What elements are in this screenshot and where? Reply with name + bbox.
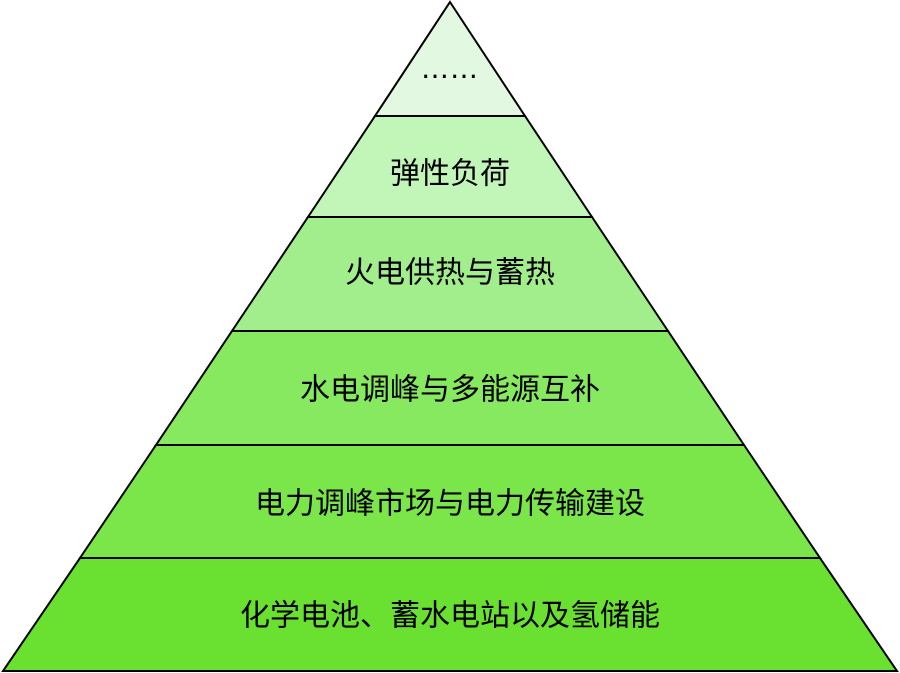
tier-power-market-label: 电力调峰市场与电力传输建设 (255, 487, 645, 522)
tier-thermal-heating-label: 火电供热与蓄热 (345, 256, 555, 291)
tier-flexible-load: 弹性负荷 (306, 115, 594, 218)
tier-storage-base-shape (1, 557, 899, 672)
tier-top-label: …… (421, 52, 479, 85)
tier-flexible-load-label: 弹性负荷 (390, 157, 510, 192)
tier-top: …… (373, 0, 527, 117)
tier-storage-base-label: 化学电池、蓄水电站以及氢储能 (240, 599, 660, 634)
tier-power-market: 电力调峰市场与电力传输建设 (78, 444, 822, 559)
tier-storage-base: 化学电池、蓄水电站以及氢储能 (1, 557, 899, 672)
tier-thermal-heating: 火电供热与蓄热 (230, 216, 670, 332)
tier-hydro-peak-label: 水电调峰与多能源互补 (300, 373, 600, 408)
tier-hydro-peak: 水电调峰与多能源互补 (154, 330, 746, 446)
